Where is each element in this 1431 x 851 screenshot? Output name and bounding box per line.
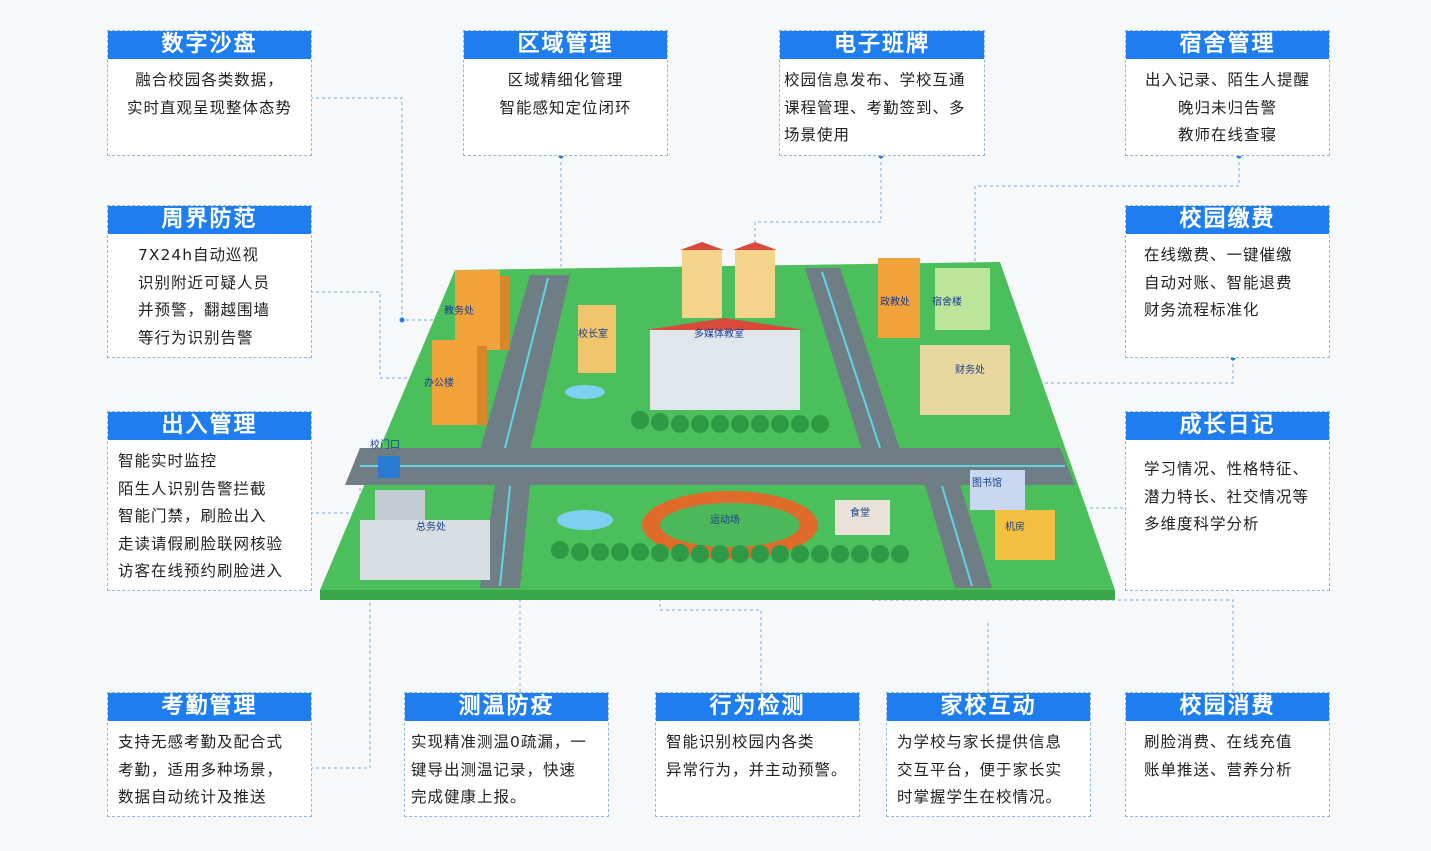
card-line: 自动对账、智能退费 bbox=[1144, 273, 1293, 292]
card-line: 账单推送、营养分析 bbox=[1144, 760, 1293, 779]
card-sushe: 宿舍管理 出入记录、陌生人提醒 晚归未归告警 教师在线查寝 bbox=[1125, 30, 1330, 156]
buildings bbox=[360, 242, 1055, 580]
card-line: 智能实时监控 bbox=[118, 452, 218, 470]
card-line: 教师在线查寝 bbox=[1177, 126, 1277, 144]
label-xiaomen: 校门口 bbox=[370, 438, 400, 451]
card-title: 测温防疫 bbox=[405, 693, 608, 721]
label-jiaowu: 教务处 bbox=[444, 304, 474, 317]
card-line: 晚归未归告警 bbox=[1177, 98, 1277, 117]
card-title: 家校互动 bbox=[887, 693, 1090, 721]
card-jiaofei: 校园缴费 在线缴费、一键催缴 自动对账、智能退费 财务流程标准化 bbox=[1125, 205, 1330, 358]
card-line: 异常行为，并主动预警。 bbox=[666, 760, 848, 779]
label-zongwu: 总务处 bbox=[416, 520, 446, 533]
card-line: 完成健康上报。 bbox=[411, 788, 527, 806]
card-title: 电子班牌 bbox=[780, 31, 984, 59]
card-line: 识别附近可疑人员 bbox=[138, 273, 271, 292]
label-sushelou: 宿舍楼 bbox=[932, 295, 962, 308]
card-cewen: 测温防疫 实现精准测温0疏漏，一 键导出测温记录，快速 完成健康上报。 bbox=[404, 692, 609, 817]
card-line: 智能识别校园内各类 bbox=[666, 733, 815, 751]
card-quyu: 区域管理 区域精细化管理 智能感知定位闭环 bbox=[463, 30, 668, 156]
label-tushuguan: 图书馆 bbox=[972, 476, 1002, 489]
card-title: 周界防范 bbox=[108, 206, 311, 234]
card-line: 学习情况、性格特征、 bbox=[1144, 460, 1310, 478]
card-line: 场景使用 bbox=[784, 126, 851, 144]
card-line: 实现精准测温0疏漏，一 bbox=[411, 733, 587, 751]
card-line: 支持无感考勤及配合式 bbox=[118, 733, 284, 751]
label-yundongchang: 运动场 bbox=[710, 513, 740, 526]
label-shitang: 食堂 bbox=[850, 506, 870, 519]
label-zhengjiao: 政教处 bbox=[880, 295, 910, 308]
card-line: 为学校与家长提供信息 bbox=[897, 733, 1063, 751]
card-banpai: 电子班牌 校园信息发布、学校互通 课程管理、考勤签到、多 场景使用 bbox=[779, 30, 985, 156]
card-line: 并预警，翻越围墙 bbox=[138, 301, 271, 319]
card-line: 融合校园各类数据， bbox=[135, 71, 284, 89]
card-line: 区域精细化管理 bbox=[507, 71, 624, 89]
card-chengzhang: 成长日记 学习情况、性格特征、 潜力特长、社交情况等 多维度科学分析 bbox=[1125, 411, 1330, 591]
card-title: 宿舍管理 bbox=[1126, 31, 1329, 59]
card-title: 成长日记 bbox=[1126, 412, 1329, 440]
card-title: 考勤管理 bbox=[108, 693, 311, 721]
card-line: 7X24h自动巡视 bbox=[138, 246, 260, 264]
card-line: 数据自动统计及推送 bbox=[118, 788, 267, 806]
card-line: 实时直观呈现整体态势 bbox=[126, 98, 292, 117]
card-xingwei: 行为检测 智能识别校园内各类 异常行为，并主动预警。 bbox=[655, 692, 860, 817]
card-line: 多维度科学分析 bbox=[1144, 515, 1260, 533]
card-line: 陌生人识别告警拦截 bbox=[118, 479, 267, 498]
card-line: 等行为识别告警 bbox=[138, 328, 254, 347]
card-line: 潜力特长、社交情况等 bbox=[1144, 487, 1310, 506]
card-jiaxiao: 家校互动 为学校与家长提供信息 交互平台，便于家长实 时掌握学生在校情况。 bbox=[886, 692, 1091, 817]
card-title: 校园消费 bbox=[1126, 693, 1329, 721]
card-title: 校园缴费 bbox=[1126, 206, 1329, 234]
card-zhoujie: 周界防范 7X24h自动巡视 识别附近可疑人员 并预警，翻越围墙 等行为识别告警 bbox=[107, 205, 312, 358]
card-title: 行为检测 bbox=[656, 693, 859, 721]
card-line: 键导出测温记录，快速 bbox=[411, 760, 577, 779]
card-line: 财务流程标准化 bbox=[1144, 301, 1260, 319]
card-line: 校园信息发布、学校互通 bbox=[784, 71, 966, 89]
card-line: 智能感知定位闭环 bbox=[499, 98, 632, 117]
card-churu: 出入管理 智能实时监控 陌生人识别告警拦截 智能门禁，刷脸出入 走读请假刷脸联网… bbox=[107, 411, 312, 591]
card-title: 数字沙盘 bbox=[108, 31, 311, 59]
card-line: 访客在线预约刷脸进入 bbox=[118, 562, 284, 580]
card-kaoqin: 考勤管理 支持无感考勤及配合式 考勤，适用多种场景， 数据自动统计及推送 bbox=[107, 692, 312, 817]
card-title: 出入管理 bbox=[108, 412, 311, 440]
card-line: 出入记录、陌生人提醒 bbox=[1144, 71, 1310, 89]
label-caiwu: 财务处 bbox=[955, 363, 985, 376]
card-line: 交互平台，便于家长实 bbox=[897, 760, 1063, 779]
label-jifang: 机房 bbox=[1005, 520, 1025, 533]
card-shapan: 数字沙盘 融合校园各类数据， 实时直观呈现整体态势 bbox=[107, 30, 312, 156]
card-xiaofei: 校园消费 刷脸消费、在线充值 账单推送、营养分析 bbox=[1125, 692, 1330, 817]
card-line: 走读请假刷脸联网核验 bbox=[118, 534, 284, 553]
card-title: 区域管理 bbox=[464, 31, 667, 59]
card-line: 刷脸消费、在线充值 bbox=[1144, 733, 1293, 751]
card-line: 考勤，适用多种场景， bbox=[118, 760, 284, 779]
card-line: 时掌握学生在校情况。 bbox=[897, 788, 1063, 806]
card-line: 课程管理、考勤签到、多 bbox=[784, 98, 966, 117]
card-line: 在线缴费、一键催缴 bbox=[1144, 246, 1293, 264]
label-xiaozhang: 校长室 bbox=[578, 327, 608, 340]
label-bangong: 办公楼 bbox=[424, 376, 454, 389]
card-line: 智能门禁，刷脸出入 bbox=[118, 507, 267, 525]
label-duomeiti: 多媒体教室 bbox=[694, 327, 744, 340]
